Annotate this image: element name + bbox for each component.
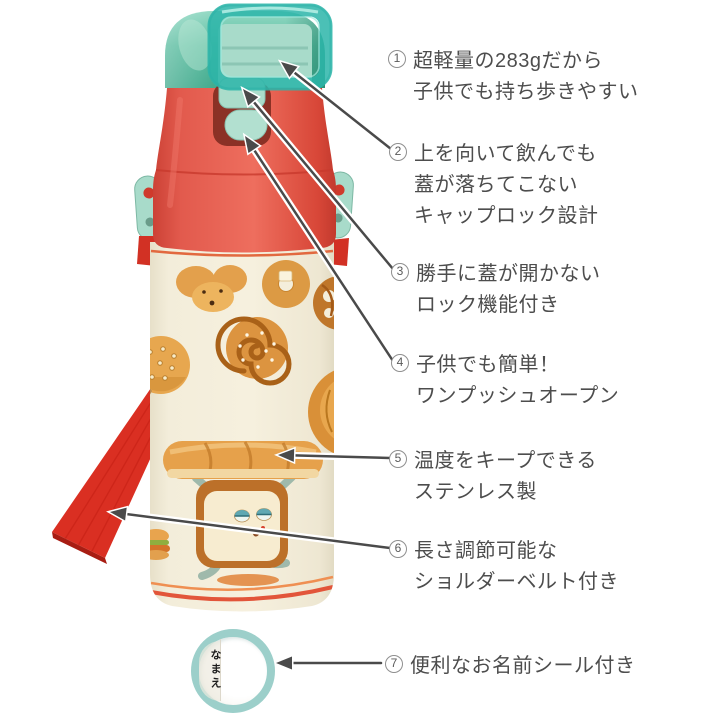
body-bottom-stripe-2 (150, 585, 334, 602)
annotation-3-line-2: ロック機能付き (416, 294, 560, 316)
annotation-5-line-2: ステンレス製 (414, 481, 537, 503)
annotation-4-line-1: 子供でも簡単！ (416, 354, 560, 376)
arrow-7 (272, 654, 385, 672)
annotation-2: 2 上を向いて飲んでも 蓋が落ちてこない キャップロック設計 (389, 139, 599, 232)
bread-burger (150, 529, 170, 560)
annotation-4-line-2: ワンプッシュオープン (416, 385, 620, 407)
annotation-6: 6 長さ調節可能な ショルダーベルト付き (389, 536, 619, 598)
arrow-5 (274, 446, 394, 465)
annotation-3-line-1: 勝手に蓋が開かない (416, 263, 601, 285)
annotation-7-line-1: 便利なお名前シール付き (410, 655, 636, 677)
annotation-3-number: 3 (391, 263, 409, 281)
annotation-4-number: 4 (391, 354, 409, 372)
annotation-5-number: 5 (389, 450, 407, 468)
arrow-3 (240, 85, 397, 273)
annotation-4: 4 子供でも簡単！ ワンプッシュオープン (391, 350, 619, 412)
annotation-3: 3 勝手に蓋が開かない ロック機能付き (391, 259, 601, 321)
name-seal-label: なまえ (209, 649, 221, 691)
annotation-5: 5 温度をキープできる ステンレス製 (389, 446, 597, 508)
bread-bagel (262, 260, 310, 308)
annotation-2-line-1: 上を向いて飲んでも (414, 143, 597, 165)
annotation-5-line-1: 温度をキープできる (414, 450, 597, 472)
annotation-2-number: 2 (389, 143, 407, 161)
bread-cinnamon-roll (215, 316, 292, 386)
name-seal: なまえ (191, 629, 275, 713)
annotation-1-line-1: 超軽量の283gだから (413, 50, 603, 72)
seal-crease (220, 639, 221, 701)
annotation-2-line-2: 蓋が落ちてこない (414, 174, 578, 196)
bread-mouse (176, 265, 247, 312)
arrow-2 (277, 59, 395, 153)
annotation-6-line-2: ショルダーベルト付き (414, 571, 619, 593)
cap-lock-ring (207, 3, 333, 91)
annotation-1-number: 1 (388, 50, 406, 68)
arrow-6 (106, 505, 394, 552)
bread-pretzel (313, 276, 334, 330)
annotation-1-line-2: 子供でも持ち歩きやすい (413, 81, 639, 103)
bread-pattern (150, 249, 334, 602)
annotation-7: 7 便利なお名前シール付き (385, 651, 636, 682)
annotation-1: 1 超軽量の283gだから 子供でも持ち歩きやすい (388, 46, 639, 108)
bread-seeded-bun (150, 336, 190, 413)
shoulder-section (153, 88, 336, 253)
annotation-7-number: 7 (385, 655, 403, 673)
annotation-6-line-1: 長さ調節可能な (414, 540, 558, 562)
arrow-4 (242, 132, 397, 365)
bread-big-bun (308, 366, 334, 458)
callout-arrows (106, 59, 397, 672)
annotation-2-line-3: キャップロック設計 (414, 205, 599, 227)
body-bottom-stripe-1 (150, 575, 334, 591)
seal-shading (199, 641, 220, 701)
bread-shadow-dash (217, 574, 279, 586)
annotation-6-number: 6 (389, 540, 407, 558)
character-face (234, 508, 272, 537)
body-top-stripe (150, 249, 334, 257)
